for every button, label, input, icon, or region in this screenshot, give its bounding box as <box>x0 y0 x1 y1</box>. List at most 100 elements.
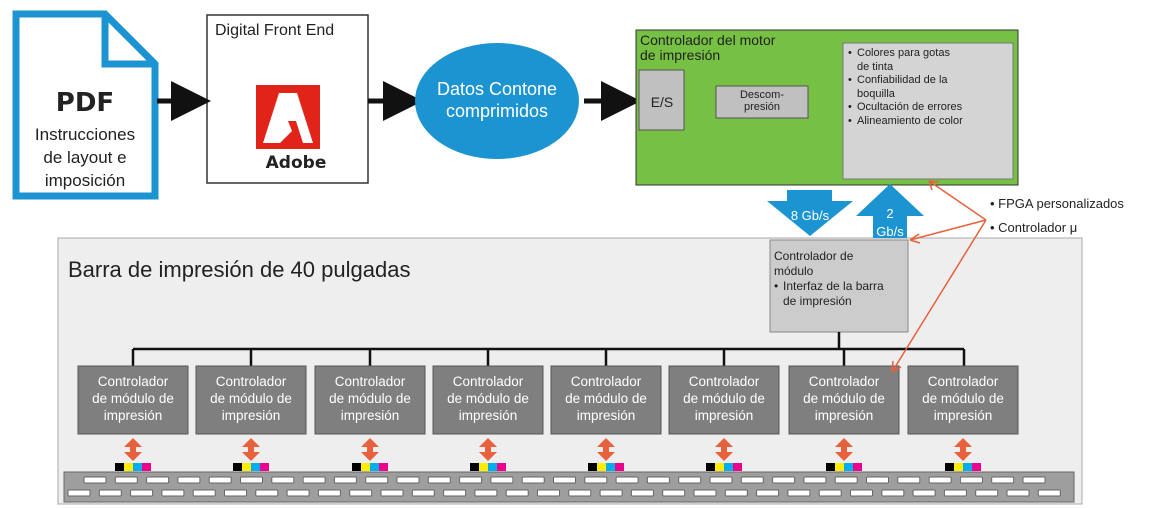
printhead-die <box>302 476 326 484</box>
printhead-die <box>991 476 1015 484</box>
printhead-die <box>646 476 670 484</box>
printhead-die <box>505 489 529 497</box>
printhead-die <box>208 476 232 484</box>
print-module-label-line: Controlador <box>927 374 999 389</box>
annotation-item: FPGA personalizados <box>990 192 1124 216</box>
printhead-die <box>599 489 623 497</box>
printhead-die <box>912 489 936 497</box>
printhead-die <box>365 476 389 484</box>
decompression-line: Descom- <box>739 89 784 101</box>
printhead-die <box>834 476 858 484</box>
ink-color-swatch <box>853 463 862 471</box>
printhead-die <box>943 489 967 497</box>
printhead-die <box>349 489 373 497</box>
ink-color-swatch <box>954 463 963 471</box>
bidirectional-arrow-icon <box>597 438 615 461</box>
printhead-die <box>881 489 905 497</box>
printhead-die <box>224 489 247 497</box>
printhead-die <box>177 476 201 484</box>
printhead-die <box>1006 489 1030 497</box>
printhead-die <box>333 476 357 484</box>
printhead-die <box>161 489 185 497</box>
printhead-die <box>740 476 764 484</box>
annotation-arrows <box>891 180 987 373</box>
print-module-label-line: impresión <box>221 408 281 423</box>
ink-color-swatch <box>242 463 251 471</box>
annotation-item: Controlador μ <box>990 216 1124 240</box>
adobe-logo-icon <box>256 85 320 149</box>
print-module-label-line: de módulo de <box>447 391 529 406</box>
printhead-die <box>1022 476 1046 484</box>
printhead-die <box>427 476 451 484</box>
bidirectional-arrow-icon <box>835 438 853 461</box>
contone-label: Datos Contone comprimidos <box>422 78 572 122</box>
printhead-die <box>959 476 983 484</box>
pdf-subtitle-line: de layout e <box>43 148 127 167</box>
ink-color-swatch <box>945 463 954 471</box>
tree-connectors <box>131 332 966 366</box>
print-module-label-line: impresión <box>340 408 400 423</box>
ink-color-swatch <box>379 463 388 471</box>
print-module-label-line: Controlador <box>97 374 169 389</box>
print-module-label-line: de módulo de <box>922 391 1004 406</box>
printhead-die <box>1037 489 1061 497</box>
print-module-label-line: impresión <box>694 408 754 423</box>
feature-item: Alineamiento de color <box>848 115 1012 129</box>
print-module-label-line: Controlador <box>334 374 406 389</box>
ink-color-swatch <box>835 463 844 471</box>
printhead-die <box>772 476 796 484</box>
printhead-die <box>317 489 341 497</box>
print-module-label-line: impresión <box>103 408 163 423</box>
contone-line: comprimidos <box>445 101 549 121</box>
feature-item: Colores para gotas <box>848 47 1012 61</box>
printhead-die <box>521 476 545 484</box>
ink-color-swatch <box>724 463 733 471</box>
ink-color-swatch <box>124 463 133 471</box>
pdf-title: PDF <box>55 88 115 118</box>
engine-title-line: de impresión <box>640 47 721 63</box>
printhead-die <box>678 476 702 484</box>
printhead-die <box>271 476 295 484</box>
module-controller-bullet-cont: de impresión <box>783 294 852 308</box>
print-module-label-line: de módulo de <box>329 391 411 406</box>
ink-color-swatch <box>470 463 479 471</box>
printhead-die <box>615 476 639 484</box>
ink-color-swatch <box>251 463 260 471</box>
print-module-box <box>907 365 1019 435</box>
ink-color-swatch <box>588 463 597 471</box>
printhead-die <box>553 476 576 484</box>
printhead-die <box>866 476 889 484</box>
ink-color-swatch <box>497 463 506 471</box>
feature-item-continued: de tinta <box>857 60 894 73</box>
engine-title-line: Controlador del motor <box>640 32 776 48</box>
io-label: E/S <box>650 94 674 110</box>
print-module-label-line: de módulo de <box>803 391 885 406</box>
contone-ellipse <box>415 43 579 159</box>
module-controller-line: módulo <box>774 264 814 278</box>
bidirectional-arrow-icon <box>124 438 142 461</box>
bidirectional-arrow-icon <box>479 438 497 461</box>
printhead-die <box>146 476 170 484</box>
print-module-label-line: impresión <box>576 408 636 423</box>
print-module-label-line: Controlador <box>808 374 880 389</box>
printhead-die <box>83 476 107 484</box>
printhead-die <box>114 476 138 484</box>
print-module-label-line: impresión <box>814 408 874 423</box>
bidirectional-arrow-icon <box>715 438 733 461</box>
printhead-die <box>584 476 608 484</box>
ink-color-swatch <box>479 463 488 471</box>
print-module-label-line: de módulo de <box>210 391 292 406</box>
printhead-die <box>537 489 560 497</box>
printhead-die <box>724 489 748 497</box>
print-module-box <box>77 365 189 435</box>
io-box <box>638 69 685 131</box>
print-module-box <box>195 365 307 435</box>
printhead-die <box>662 489 686 497</box>
ink-color-swatch <box>142 463 151 471</box>
ink-color-swatch <box>352 463 361 471</box>
ink-color-swatch <box>733 463 742 471</box>
printhead-die <box>474 489 498 497</box>
print-module-box <box>432 365 544 435</box>
